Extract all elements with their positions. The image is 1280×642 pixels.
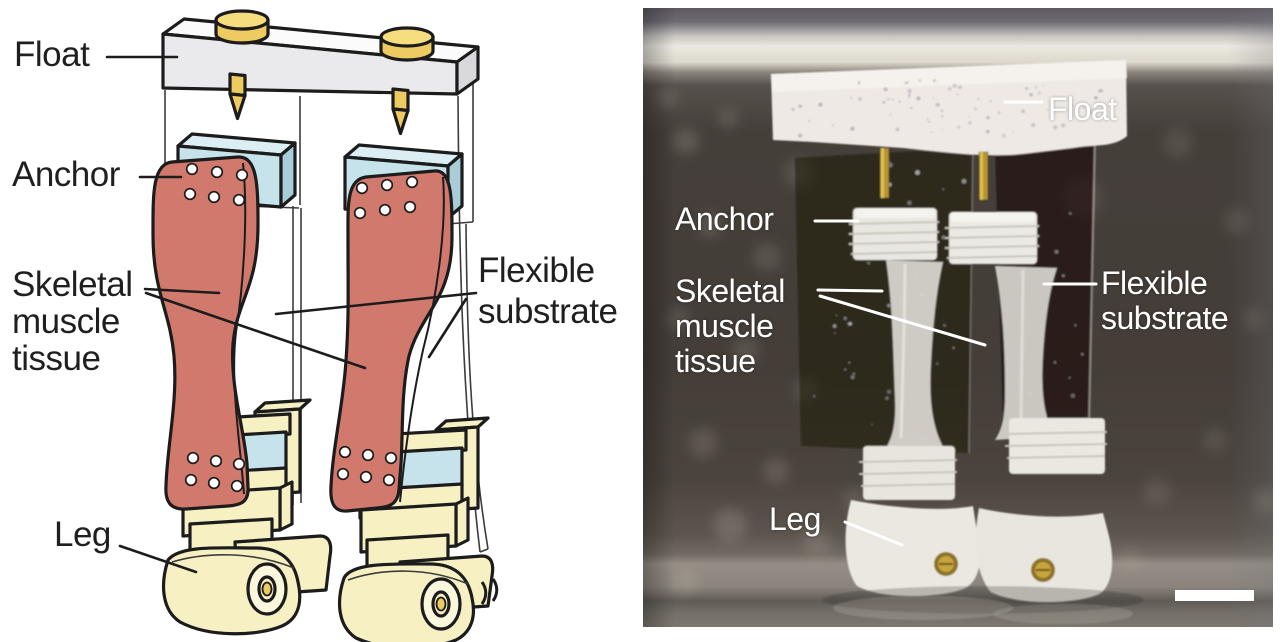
photo-leg-right <box>975 508 1113 602</box>
schematic-substrate-label: Flexible substrate <box>478 251 618 332</box>
muscle-left-pins <box>183 162 249 493</box>
schematic-leg-label: Leg <box>54 515 111 554</box>
muscle-right-illustration <box>329 169 454 513</box>
float-screw-caps <box>214 9 435 62</box>
photo-float-label: Float <box>1048 91 1117 127</box>
muscle-right-pins <box>336 175 419 487</box>
schematic-leader-lines <box>105 55 478 574</box>
photo-electrodes <box>879 147 989 201</box>
photo-anchor-label: Anchor <box>675 201 774 237</box>
photo-muscle-left <box>883 260 945 452</box>
photo-lower-anchor-right <box>1004 418 1108 474</box>
photo-leader-lines <box>813 100 1098 547</box>
photo-anchor-left <box>848 208 940 260</box>
float-illustration <box>161 9 480 136</box>
schematic-anchor-label: Anchor <box>12 155 120 194</box>
muscle-left-illustration <box>151 155 260 511</box>
scale-bar <box>1175 590 1254 601</box>
photo-panel: Float Anchor Skeletal muscle tissue Flex… <box>643 8 1273 627</box>
electrode-pins <box>228 72 410 136</box>
schematic-illustration <box>105 9 499 642</box>
photo-muscle-right <box>995 266 1057 440</box>
schematic-muscle-label: Skeletal muscle tissue <box>12 265 133 379</box>
photo-float <box>771 60 1127 156</box>
schematic-float-label: Float <box>14 35 90 74</box>
photo-lower-anchor-left <box>858 446 958 500</box>
photo-substrate-label: Flexible substrate <box>1101 265 1229 337</box>
floor-reflection <box>823 586 1143 624</box>
photo-anchor-right <box>944 212 1040 264</box>
photo-robot <box>771 60 1143 624</box>
photo-leg-label: Leg <box>769 501 821 537</box>
photo-leg-left <box>845 500 981 596</box>
photo-muscle-label: Skeletal muscle tissue <box>675 273 785 380</box>
